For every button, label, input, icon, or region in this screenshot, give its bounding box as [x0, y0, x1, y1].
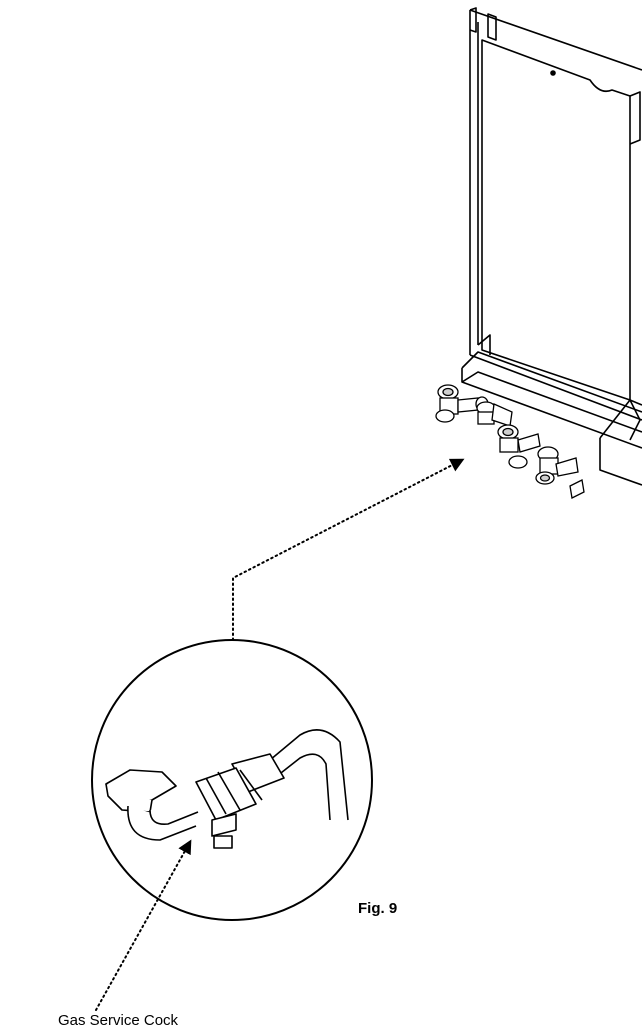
figure-label: Fig. 9	[358, 900, 398, 917]
manifold-valves	[435, 384, 585, 499]
valve-3	[497, 424, 541, 469]
valve-4	[535, 446, 585, 499]
mounting-frame	[461, 7, 642, 486]
valve-2	[476, 401, 513, 427]
leader-line-callout	[95, 839, 192, 1011]
gas-service-cock-detail	[105, 729, 349, 849]
callout-label: Gas Service Cock	[58, 1012, 179, 1029]
valve-1	[435, 384, 489, 423]
leader-line-top	[232, 458, 465, 651]
detail-circle	[91, 639, 373, 921]
